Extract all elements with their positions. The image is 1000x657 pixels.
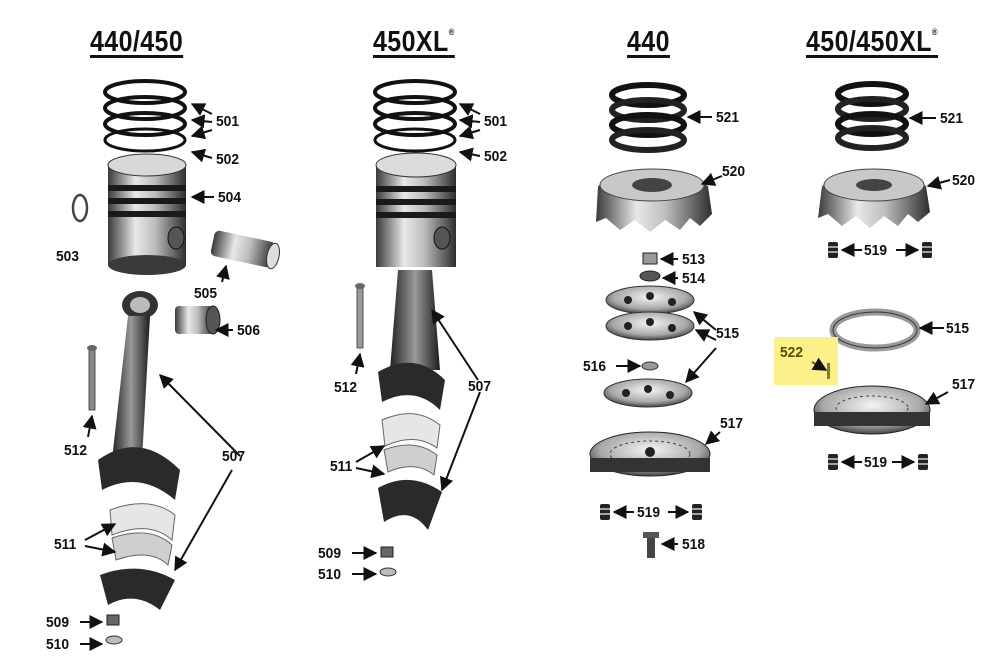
callout-504: 504 [218, 189, 242, 206]
callout-519: 519 [864, 242, 888, 259]
spring-521a [609, 82, 687, 153]
callout-502: 502 [216, 151, 240, 168]
conrod-450xl [378, 270, 445, 410]
callout-507: 507 [222, 448, 246, 465]
piston-450xl [373, 79, 457, 267]
callout-510: 510 [46, 636, 70, 653]
arrows-450-450xl [811, 111, 951, 469]
callout-522-highlighted: 522 [780, 344, 804, 361]
callout-509: 509 [318, 545, 342, 562]
bearing-shells-511b [378, 413, 442, 530]
conrod-440-450 [98, 291, 180, 500]
bushing-506 [175, 305, 221, 335]
callout-511: 511 [330, 458, 353, 475]
highlight-522 [774, 337, 838, 385]
valve-ring-515b [829, 308, 921, 352]
section-title-440: 440 [627, 26, 670, 58]
wrist-pin-505 [210, 230, 280, 270]
callout-519: 519 [864, 454, 888, 471]
callout-511: 511 [54, 536, 77, 553]
section-title-450-450xl: 450/450XL® [806, 26, 939, 58]
section-title-440-450: 440/450 [90, 26, 184, 58]
callout-501: 501 [484, 113, 508, 130]
callout-512: 512 [64, 442, 88, 459]
arrows-440-450 [80, 103, 241, 651]
arrows-440 [612, 110, 723, 551]
spring-521b [835, 81, 909, 151]
section-title-450xl: 450XL® [373, 26, 455, 58]
callout-506: 506 [237, 322, 261, 339]
circlip-503 [71, 193, 89, 223]
callout-502: 502 [484, 148, 508, 165]
callout-510: 510 [318, 566, 342, 583]
bolt-518 [643, 532, 659, 558]
piston-440-450 [103, 79, 187, 275]
callout-520: 520 [722, 163, 746, 180]
callout-521: 521 [940, 110, 964, 127]
bearing-shells-511a [100, 503, 176, 610]
callout-519: 519 [637, 504, 661, 521]
callout-516: 516 [583, 358, 607, 375]
callout-509: 509 [46, 614, 70, 631]
retainer-520a [596, 168, 712, 232]
callout-514: 514 [682, 270, 706, 287]
valve-plate-lower [603, 378, 693, 408]
valve-seat-517b [813, 385, 931, 435]
nut-washer-450xl [379, 546, 397, 577]
callout-517: 517 [720, 415, 744, 432]
callout-513: 513 [682, 251, 706, 268]
arrows-450xl [350, 103, 481, 581]
callout-520: 520 [952, 172, 976, 189]
valve-plates-515a [605, 285, 695, 341]
callout-503: 503 [56, 248, 80, 265]
callout-515: 515 [716, 325, 740, 342]
bolt-512a [87, 345, 97, 411]
washer-516 [641, 361, 659, 371]
callout-512: 512 [334, 379, 358, 396]
callout-517: 517 [952, 376, 976, 393]
retainer-520b [818, 168, 930, 228]
nuts-513-514 [639, 252, 661, 282]
callout-505: 505 [194, 285, 218, 302]
valve-seat-517a [589, 431, 711, 477]
callout-515: 515 [946, 320, 970, 337]
callout-501: 501 [216, 113, 240, 130]
callout-507: 507 [468, 378, 492, 395]
bolt-512b [355, 283, 365, 349]
nut-washer-440-450 [105, 614, 123, 645]
callout-521: 521 [716, 109, 740, 126]
callout-518: 518 [682, 536, 706, 553]
